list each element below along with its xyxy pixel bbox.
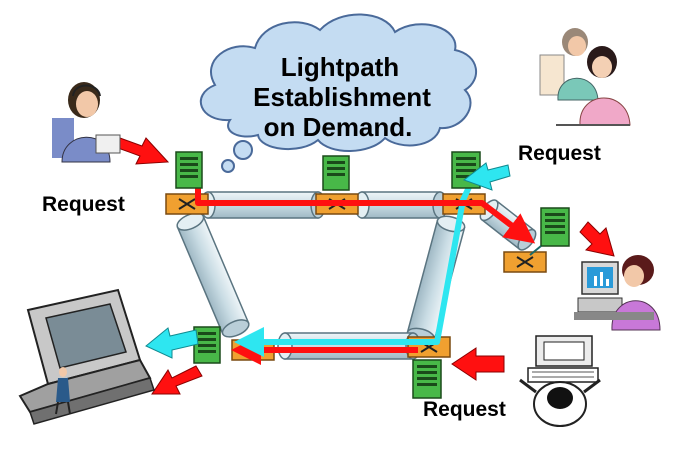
laptop-clipart [18, 288, 155, 425]
cloud-shape [199, 13, 478, 152]
server-right [529, 207, 570, 256]
delivery-arrow-right [579, 221, 615, 257]
request-label-left: Request [42, 193, 125, 216]
server-top-left [175, 151, 203, 189]
fiber-tube-bottom [277, 332, 421, 360]
request-arrows [117, 137, 615, 395]
lightpath-red-top [195, 185, 536, 244]
lightpaths [195, 183, 536, 365]
request-label-bottom: Request [423, 398, 506, 421]
cloud-title-line1: Lightpath [281, 52, 399, 82]
request-arrow-top-left [117, 137, 170, 165]
cloud: Lightpath Establishment on Demand. [199, 13, 478, 173]
fiber-tube-left-diagonal [176, 212, 250, 338]
cloud-title-line3: on Demand. [264, 112, 413, 142]
delivery-arrow-laptop-red [151, 365, 203, 395]
server-bottom-right [412, 359, 442, 399]
user-bottom-right-terminal-clipart [519, 335, 601, 427]
switch-node-right [503, 251, 547, 273]
fiber-tubes [176, 191, 537, 360]
server-top-middle [322, 155, 350, 191]
request-arrow-top-right-cyan [462, 162, 511, 191]
request-label-top-right: Request [518, 142, 601, 165]
users-top-right-clipart [539, 28, 631, 126]
lightpath-cyan [245, 183, 473, 345]
server-top-right [451, 151, 481, 189]
server-bottom-left [193, 326, 221, 364]
delivery-arrow-laptop-cyan [145, 327, 199, 359]
servers [175, 151, 570, 399]
user-top-left-clipart [52, 82, 121, 163]
user-right-computer-clipart [574, 255, 661, 331]
cloud-title-line2: Establishment [253, 82, 431, 112]
request-arrow-bottom-right [451, 347, 505, 381]
